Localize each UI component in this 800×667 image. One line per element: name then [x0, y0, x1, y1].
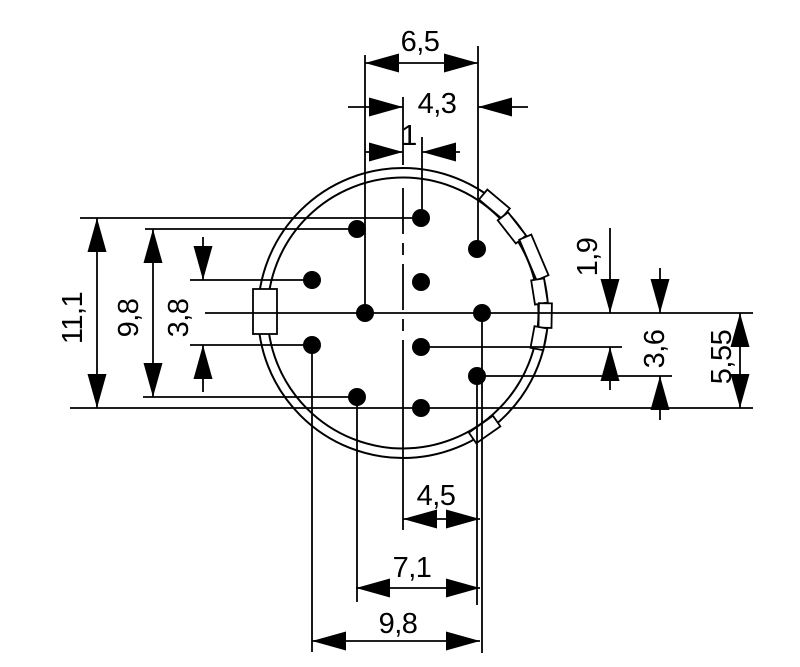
dim-label-top-mid: 4,3: [418, 88, 457, 120]
dim-label-top-offset: 1: [401, 120, 417, 152]
pin-3: [468, 240, 486, 258]
dim-label-left-gap: 3,8: [163, 299, 195, 338]
contact-pins: [303, 209, 491, 417]
ring-segment: [518, 233, 550, 282]
arrowhead-icon: [422, 142, 456, 162]
pin-12: [412, 399, 430, 417]
pin-6: [356, 304, 374, 322]
dim-label-right-small: 1,9: [572, 238, 604, 277]
arrowhead-icon: [730, 313, 750, 347]
ring-segment: [530, 277, 549, 306]
arrowhead-icon: [369, 97, 403, 117]
dim-label-left-inner: 9,8: [113, 299, 145, 338]
arrowhead-icon: [143, 363, 163, 397]
arrowhead-icon: [87, 218, 107, 252]
dim-label-bottom-large: 9,8: [379, 608, 418, 640]
dim-label-right-mid: 3,6: [639, 330, 671, 369]
ring-segment: [467, 414, 502, 445]
dimension-arrowheads: [87, 53, 750, 651]
arrowhead-icon: [730, 374, 750, 408]
dim-label-top-outer: 6,5: [401, 26, 440, 58]
arrowhead-icon: [143, 229, 163, 263]
pin-7: [473, 304, 491, 322]
arrowhead-icon: [600, 279, 620, 313]
arrowhead-icon: [446, 509, 480, 529]
arrowhead-icon: [369, 142, 403, 162]
arrowhead-icon: [446, 631, 480, 651]
arrowhead-icon: [365, 53, 399, 73]
pin-11: [348, 388, 366, 406]
pin-5: [412, 273, 430, 291]
arrowhead-icon: [193, 345, 213, 379]
arrowhead-icon: [312, 631, 346, 651]
pin-4: [303, 271, 321, 289]
arrowhead-icon: [403, 509, 437, 529]
arrowhead-icon: [650, 279, 670, 313]
dim-label-left-total: 11,1: [57, 292, 89, 344]
dim-label-bottom-mid: 7,1: [393, 552, 432, 584]
arrowhead-icon: [446, 578, 480, 598]
pin-8: [303, 336, 321, 354]
connector-outline: [252, 167, 553, 459]
pin-10: [468, 367, 486, 385]
arrowhead-icon: [600, 347, 620, 381]
dimension-labels: 6,5 4,3 1 11,1 9,8 3,8 1,9 3,6 5,55 4,5 …: [57, 26, 738, 640]
arrowhead-icon: [444, 53, 478, 73]
arrowhead-icon: [356, 578, 390, 598]
arrowhead-icon: [650, 376, 670, 410]
arrowhead-icon: [87, 374, 107, 408]
ring-segment: [529, 325, 549, 352]
ring-segments: [467, 188, 553, 445]
pin-9: [412, 338, 430, 356]
pin-1: [412, 209, 430, 227]
arrowhead-icon: [193, 246, 213, 280]
dim-label-right-large: 5,55: [706, 330, 738, 384]
dim-label-bottom-small: 4,5: [417, 480, 456, 512]
ring-segment: [537, 302, 553, 329]
keyway-notch: [252, 288, 278, 335]
pin-2: [348, 220, 366, 238]
arrowhead-icon: [478, 97, 512, 117]
